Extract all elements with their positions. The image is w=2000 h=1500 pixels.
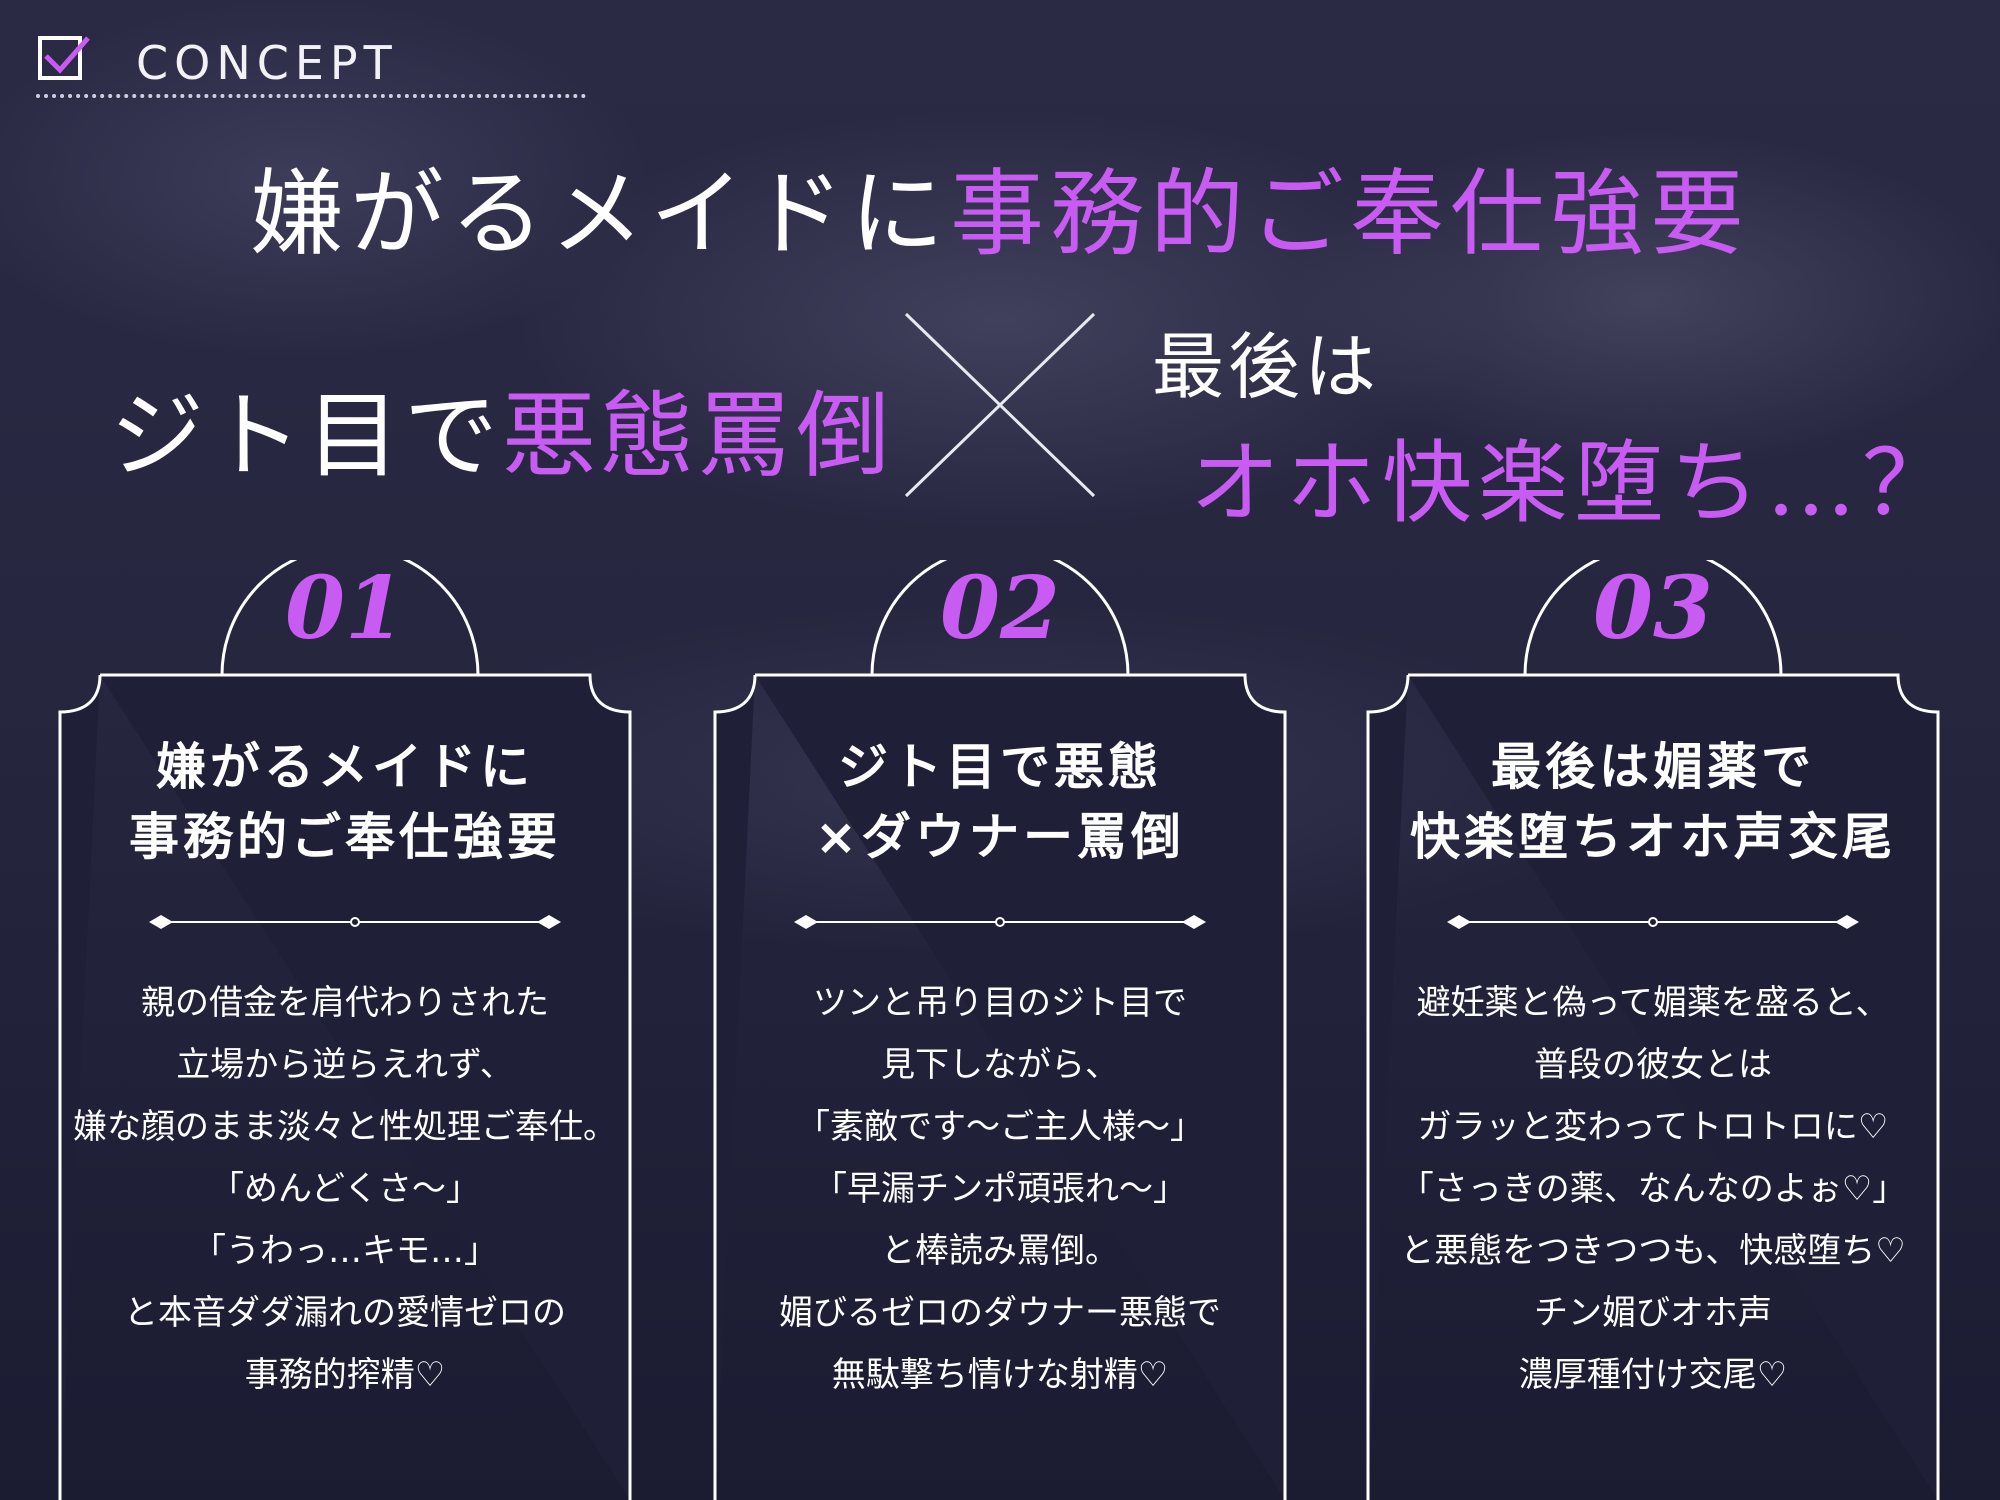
concept-card-2: 02 ジト目で悪態 ×ダウナー罵倒 ツンと吊り目のジト目で 見下しながら、 「素… [685, 558, 1315, 1500]
checkbox-icon [38, 36, 90, 80]
section-label: CONCEPT [136, 36, 398, 90]
card-body-line: 濃厚種付け交尾♡ [1518, 1355, 1788, 1395]
ornament-divider [794, 915, 1206, 929]
card-title: 最後は媚薬で 快楽堕ちオホ声交尾 [1338, 732, 1968, 872]
subhead-left: ジト目で悪態罵倒 [110, 360, 890, 496]
card-body-line: 嫌な顔のまま淡々と性処理ご奉仕。 [73, 1107, 617, 1147]
concept-header: CONCEPT [36, 20, 586, 100]
card-body-line: と悪態をつきつつも、快感堕ち♡ [1400, 1231, 1906, 1271]
subhead-left-pink-part: 悪態罵倒 [502, 382, 895, 491]
subhead-right-line1: 最後は [1152, 325, 1381, 409]
card-title-line: 嫌がるメイドに [156, 738, 534, 796]
card-body-line: 「うわっ…キモ…」 [192, 1231, 498, 1271]
card-body-line: 見下しながら、 [881, 1045, 1119, 1085]
card-title-line: 事務的ご奉仕強要 [129, 808, 561, 866]
card-body-line: 事務的搾精♡ [244, 1355, 446, 1395]
card-body: 避妊薬と偽って媚薬を盛ると、 普段の彼女とは ガラッと変わってトロトロに♡ 「さ… [1338, 972, 1968, 1406]
headline-white-part: 嫌がるメイドに [249, 160, 950, 269]
card-title-line: ×ダウナー罵倒 [815, 808, 1185, 866]
ornament-divider [1447, 915, 1859, 929]
card-body-line: 媚びるゼロのダウナー悪態で [779, 1293, 1221, 1333]
card-title: ジト目で悪態 ×ダウナー罵倒 [685, 732, 1315, 872]
card-body-line: 親の借金を肩代わりされた [141, 983, 549, 1023]
card-body-line: チン媚びオホ声 [1534, 1293, 1772, 1333]
card-body-line: 避妊薬と偽って媚薬を盛ると、 [1416, 983, 1890, 1023]
headline-pink-part: 事務的ご奉仕強要 [950, 160, 1751, 269]
card-body-line: と本音ダダ漏れの愛情ゼロの [124, 1293, 566, 1333]
subhead-right-line2: オホ快楽堕ち…？ [1190, 431, 1958, 536]
card-body: ツンと吊り目のジト目で 見下しながら、 「素敵です〜ご主人様〜」 「早漏チンポ頑… [685, 972, 1315, 1406]
subhead-left-white-part: ジト目で [110, 382, 503, 491]
card-title-line: ジト目で悪態 [838, 738, 1162, 796]
concept-card-3: 03 最後は媚薬で 快楽堕ちオホ声交尾 避妊薬と偽って媚薬を盛ると、 普段の彼女… [1338, 558, 1968, 1500]
card-frame [58, 560, 632, 1500]
cross-icon [904, 312, 1096, 498]
card-frame [713, 560, 1287, 1500]
card-body-line: 無駄撃ち情けな射精♡ [831, 1355, 1169, 1395]
card-body-line: 「早漏チンポ頑張れ〜」 [813, 1169, 1187, 1209]
card-body-line: ガラッと変わってトロトロに♡ [1417, 1107, 1889, 1147]
dotted-divider [36, 94, 586, 98]
card-body-line: と棒読み罵倒。 [881, 1231, 1119, 1271]
card-body-line: 「素敵です〜ご主人様〜」 [796, 1107, 1204, 1147]
ornament-divider [149, 915, 561, 929]
card-title-line: 最後は媚薬で [1491, 738, 1815, 796]
card-number: 03 [1593, 558, 1713, 659]
card-number: 02 [940, 558, 1060, 659]
main-headline: 嫌がるメイドに事務的ご奉仕強要 [0, 138, 2000, 274]
concept-card-1: 01 嫌がるメイドに 事務的ご奉仕強要 親の借金を肩代わりされた 立場から逆らえ… [30, 558, 660, 1500]
card-frame [1366, 560, 1940, 1500]
card-body-line: 立場から逆らえれず、 [176, 1045, 514, 1085]
card-body-line: 普段の彼女とは [1534, 1045, 1772, 1085]
card-body-line: 「さっきの薬、なんなのよぉ♡」 [1399, 1169, 1907, 1209]
card-body-line: 「めんどくさ〜」 [210, 1169, 480, 1209]
card-number: 01 [285, 558, 405, 659]
card-body: 親の借金を肩代わりされた 立場から逆らえれず、 嫌な顔のまま淡々と性処理ご奉仕。… [30, 972, 660, 1406]
card-title-line: 快楽堕ちオホ声交尾 [1410, 808, 1896, 866]
card-body-line: ツンと吊り目のジト目で [813, 983, 1187, 1023]
card-title: 嫌がるメイドに 事務的ご奉仕強要 [30, 732, 660, 872]
